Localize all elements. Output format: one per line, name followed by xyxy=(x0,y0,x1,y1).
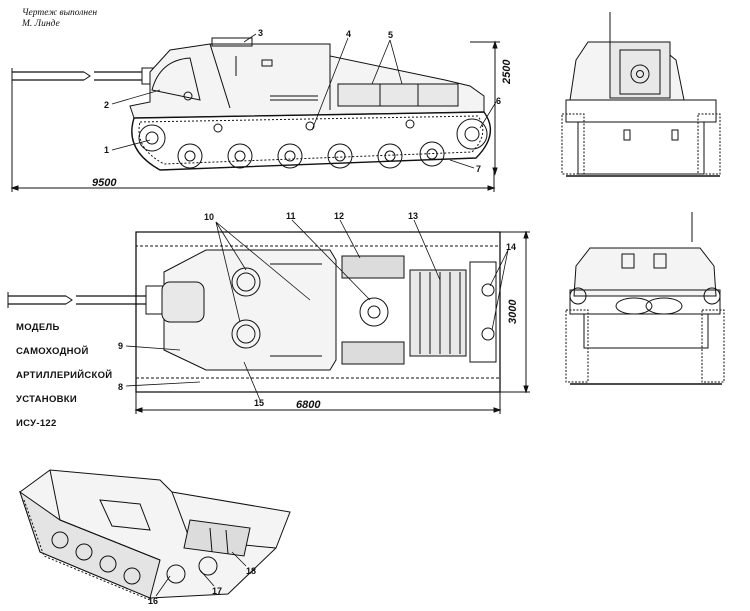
title-line-5: ИСУ-122 xyxy=(16,418,57,429)
callout-12: 12 xyxy=(334,211,344,221)
callout-5: 5 xyxy=(388,30,393,40)
callout-11: 11 xyxy=(286,211,296,221)
top-width-label: 3000 xyxy=(507,299,519,324)
side-view xyxy=(10,33,500,192)
title-line-3: АРТИЛЛЕРИЙСКОЙ xyxy=(16,370,113,381)
callout-9: 9 xyxy=(118,341,123,351)
credit-line-1: Чертеж выполнен xyxy=(22,8,98,18)
title-line-2: САМОХОДНОЙ xyxy=(16,346,89,357)
side-leaders xyxy=(111,33,497,169)
callout-4: 4 xyxy=(346,29,351,39)
side-length-label: 9500 xyxy=(92,177,117,189)
side-hull xyxy=(129,37,485,119)
callout-14: 14 xyxy=(506,242,516,252)
top-view xyxy=(7,219,530,414)
top-leaders xyxy=(125,219,509,401)
callout-17: 17 xyxy=(212,586,222,596)
callout-7: 7 xyxy=(476,164,481,174)
title-line-4: УСТАНОВКИ xyxy=(16,394,78,405)
callout-3: 3 xyxy=(258,28,263,38)
front-view xyxy=(561,12,721,177)
callout-15: 15 xyxy=(254,398,264,408)
callout-1: 1 xyxy=(104,145,109,155)
callout-2: 2 xyxy=(104,100,109,110)
rear-view xyxy=(565,212,725,385)
callout-16: 16 xyxy=(148,596,158,606)
side-dimensions xyxy=(10,40,500,192)
callout-10: 10 xyxy=(204,212,214,222)
top-length-label: 6800 xyxy=(296,399,321,411)
side-height-label: 2500 xyxy=(501,59,513,85)
side-gun-barrel xyxy=(11,67,155,85)
side-track xyxy=(131,111,492,171)
title-line-1: МОДЕЛЬ xyxy=(16,322,60,333)
callout-13: 13 xyxy=(408,211,418,221)
cutaway-view xyxy=(19,469,291,601)
cutaway-leaders xyxy=(155,551,247,597)
top-gun-barrel xyxy=(7,285,165,315)
top-dimensions xyxy=(134,230,530,414)
credit-line-2: М. Линде xyxy=(22,19,60,29)
callout-8: 8 xyxy=(118,382,123,392)
callout-6: 6 xyxy=(496,96,501,106)
callout-18: 18 xyxy=(246,566,256,576)
